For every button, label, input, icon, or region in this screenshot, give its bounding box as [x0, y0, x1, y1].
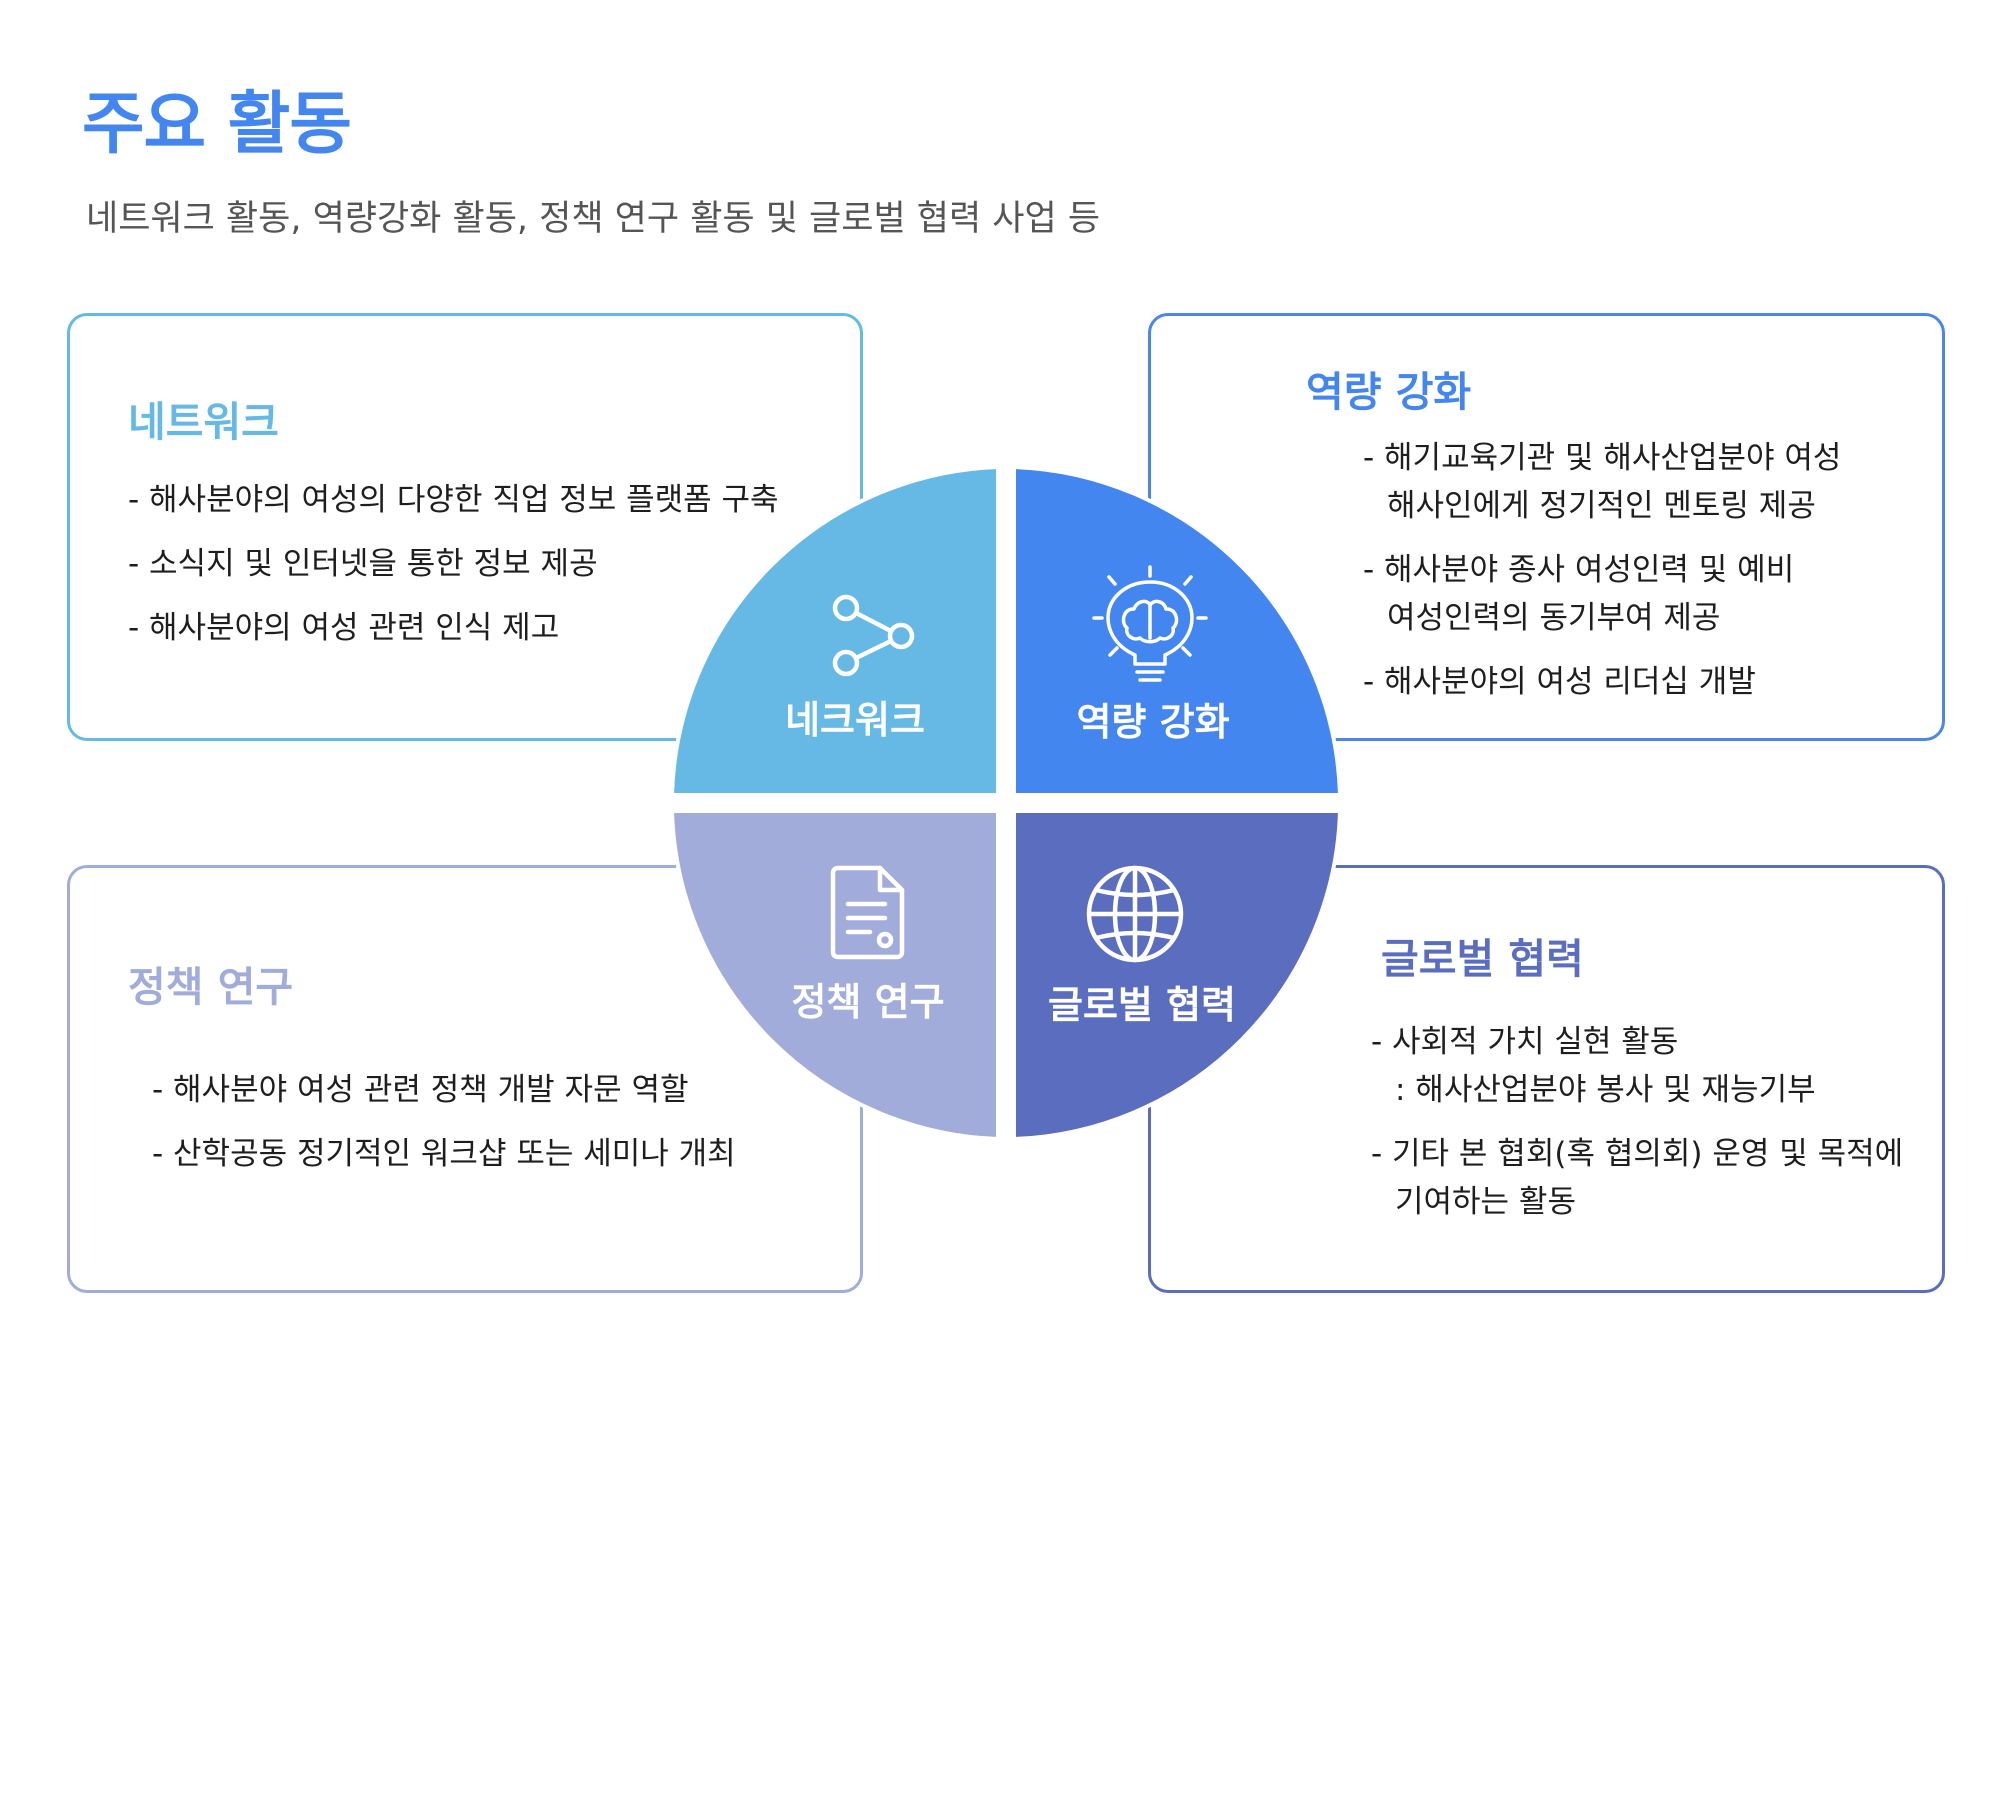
network-item-list: - 해사분야의 여성의 다양한 직업 정보 플랫폼 구축 - 소식지 및 인터넷… — [128, 476, 779, 668]
list-item-line: 기여하는 활동 — [1395, 1184, 1576, 1220]
list-item-line: - 해기교육기관 및 해사산업분야 여성 — [1363, 440, 1842, 476]
capacity-quadrant-label: 역량 강화 — [1076, 700, 1229, 744]
capacity-card-title: 역량 강화 — [1306, 368, 1472, 416]
list-item-line: - 해사분야의 여성 리더십 개발 — [1363, 664, 1756, 700]
global-quadrant — [1012, 809, 1343, 1142]
lightbulb-brain-icon — [1092, 565, 1208, 682]
network-card-title: 네트워크 — [128, 398, 279, 446]
list-item-line: - 사회적 가치 실현 활동 — [1371, 1024, 1679, 1060]
share-icon — [832, 594, 915, 677]
global-quadrant-label: 글로벌 협력 — [1048, 983, 1236, 1027]
policy-item-list: - 해사분야 여성 관련 정책 개발 자문 역할 - 산학공동 정기적인 워크샵… — [152, 1066, 736, 1194]
document-icon — [830, 865, 905, 960]
network-quadrant-label: 네크워크 — [785, 698, 925, 742]
globe-icon — [1086, 865, 1184, 963]
policy-quadrant-label: 정책 연구 — [791, 980, 944, 1024]
global-card-title: 글로벌 협력 — [1381, 935, 1584, 983]
list-item: - 해기교육기관 및 해사산업분야 여성 해사인에게 정기적인 멘토링 제공 — [1363, 434, 1841, 530]
list-item: - 해사분야 종사 여성인력 및 예비 여성인력의 동기부여 제공 — [1363, 546, 1841, 642]
page-title: 주요 활동 — [82, 85, 352, 164]
list-item-line: 여성인력의 동기부여 제공 — [1387, 600, 1721, 636]
list-item-line: - 해사분야 종사 여성인력 및 예비 — [1363, 552, 1795, 588]
list-item: - 해사분야의 여성 리더십 개발 — [1363, 658, 1841, 706]
list-item: - 산학공동 정기적인 워크샵 또는 세미나 개최 — [152, 1136, 736, 1172]
list-item: - 기타 본 협회(혹 협의회) 운영 및 목적에 기여하는 활동 — [1371, 1130, 1903, 1226]
list-item: - 소식지 및 인터넷을 통한 정보 제공 — [128, 546, 598, 582]
page-subtitle: 네트워크 활동, 역량강화 활동, 정책 연구 활동 및 글로벌 협력 사업 등 — [86, 199, 1101, 239]
capacity-item-list: - 해기교육기관 및 해사산업분야 여성 해사인에게 정기적인 멘토링 제공 -… — [1363, 434, 1841, 722]
list-item-line: - 기타 본 협회(혹 협의회) 운영 및 목적에 — [1371, 1136, 1904, 1172]
list-item: - 해사분야 여성 관련 정책 개발 자문 역할 — [152, 1072, 689, 1108]
policy-card-title: 정책 연구 — [128, 963, 294, 1011]
list-item: - 사회적 가치 실현 활동 : 해사산업분야 봉사 및 재능기부 — [1371, 1018, 1903, 1114]
policy-quadrant — [669, 809, 1000, 1142]
list-item: - 해사분야의 여성의 다양한 직업 정보 플랫폼 구축 — [128, 482, 779, 518]
network-quadrant — [669, 464, 1000, 797]
capacity-quadrant — [1012, 464, 1343, 797]
list-item-line: 해사인에게 정기적인 멘토링 제공 — [1387, 488, 1816, 524]
global-item-list: - 사회적 가치 실현 활동 : 해사산업분야 봉사 및 재능기부 - 기타 본… — [1371, 1018, 1903, 1242]
list-item: - 해사분야의 여성 관련 인식 제고 — [128, 610, 560, 646]
list-item-line: : 해사산업분야 봉사 및 재능기부 — [1395, 1072, 1816, 1108]
